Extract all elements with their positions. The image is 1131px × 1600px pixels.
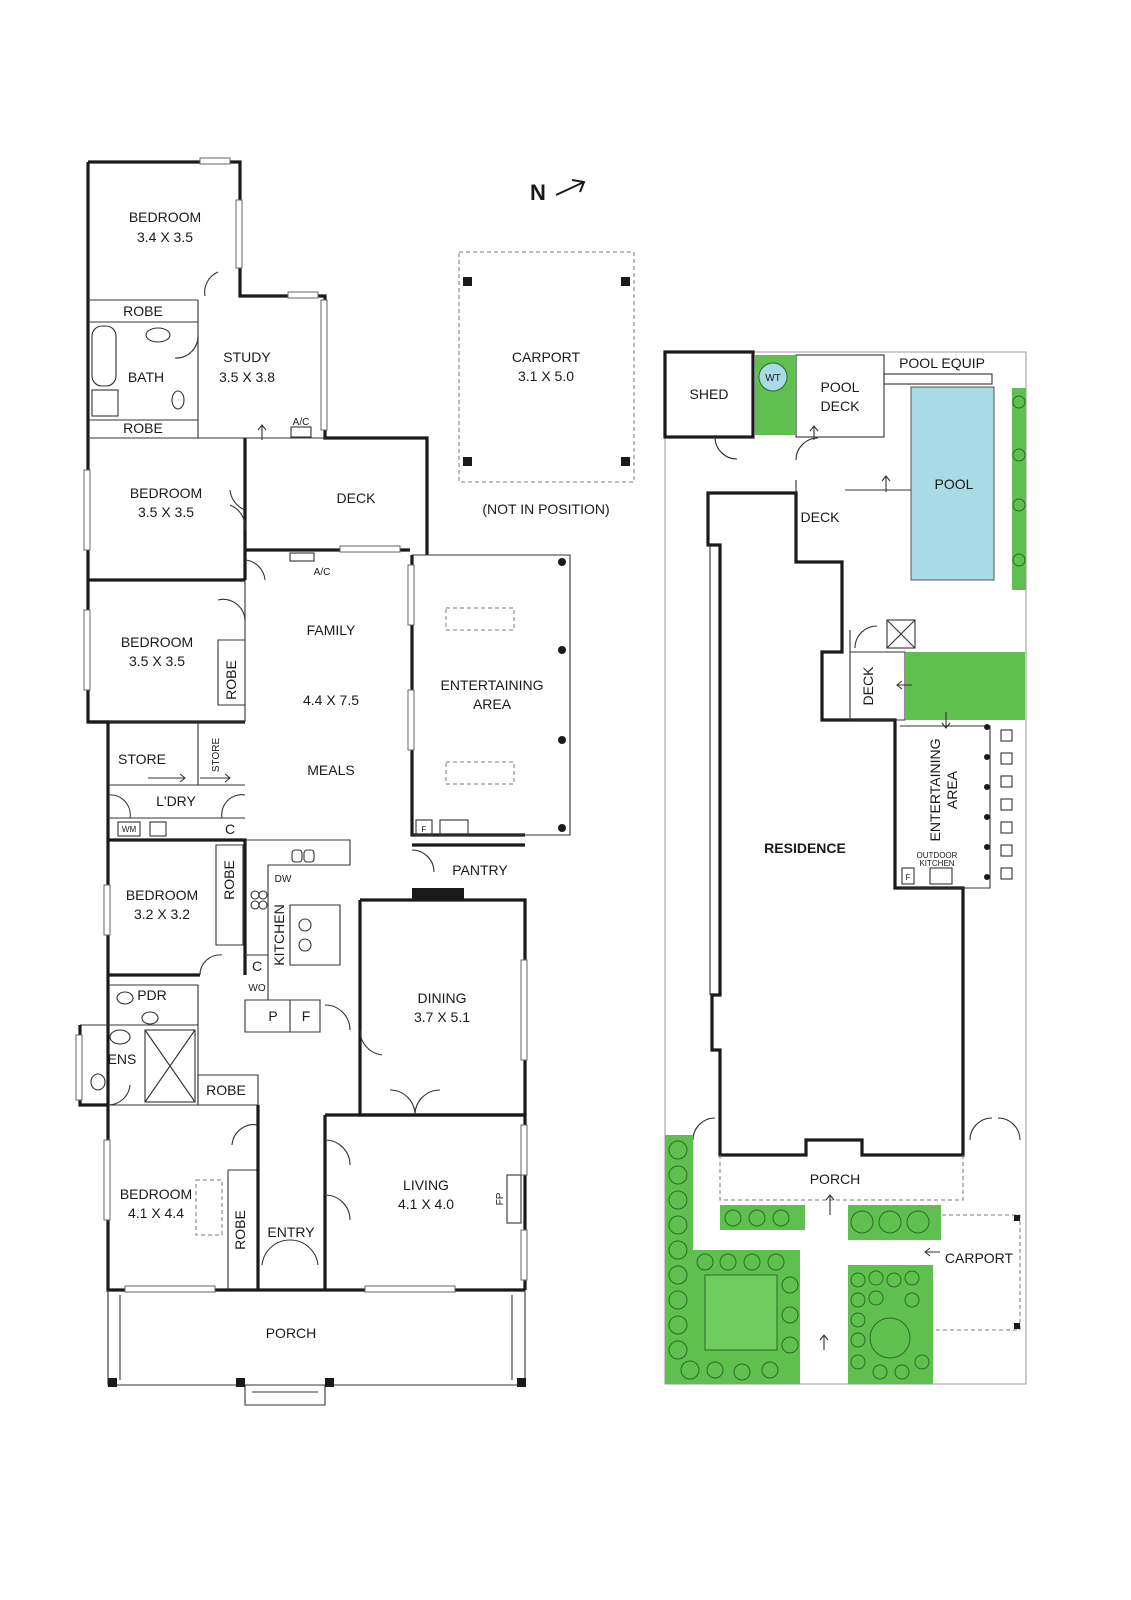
robe-4-label: ROBE bbox=[221, 860, 237, 900]
site-carport-label: CARPORT bbox=[945, 1250, 1014, 1266]
site-porch-label: PORCH bbox=[810, 1171, 861, 1187]
site-fridge-label: F bbox=[906, 873, 911, 882]
residence-outline bbox=[706, 491, 965, 1157]
outdoor-kitchen-label-2: KITCHEN bbox=[919, 859, 954, 868]
pool-deck-label-2: DECK bbox=[821, 398, 861, 414]
pool-equip-label: POOL EQUIP bbox=[899, 355, 985, 371]
bedroom-1-dims: 3.4 X 3.5 bbox=[137, 229, 193, 245]
fireplace-label: FP bbox=[495, 1192, 506, 1205]
entertaining-label-1: ENTERTAINING bbox=[441, 677, 544, 693]
bedroom-5-dims: 4.1 X 4.4 bbox=[128, 1205, 184, 1221]
site-entertaining-label-1: ENTERTAINING bbox=[927, 739, 943, 842]
bedroom-3-dims: 3.5 X 3.5 bbox=[129, 653, 185, 669]
deck-1-label: DECK bbox=[801, 509, 841, 525]
meals-label: MEALS bbox=[307, 762, 354, 778]
ac-2-label: A/C bbox=[314, 567, 331, 578]
site-entertaining-label-2: AREA bbox=[944, 770, 960, 809]
deck-2-label: DECK bbox=[860, 666, 876, 706]
store-2-label: STORE bbox=[211, 738, 222, 773]
robe-6-label: ROBE bbox=[232, 1210, 248, 1250]
outdoor-kitchen-label-1: OUTDOOR bbox=[917, 851, 958, 860]
bath-label: BATH bbox=[128, 369, 164, 385]
bedroom-5-label: BEDROOM bbox=[120, 1186, 192, 1202]
robe-2-label: ROBE bbox=[123, 420, 163, 436]
bedroom-2-dims: 3.5 X 3.5 bbox=[138, 504, 194, 520]
store-1-label: STORE bbox=[118, 751, 166, 767]
pool-deck-label-1: POOL bbox=[821, 379, 860, 395]
pdr-label: PDR bbox=[137, 987, 167, 1003]
family-label: FAMILY bbox=[307, 622, 356, 638]
wm-label: WM bbox=[122, 825, 137, 834]
study-dims: 3.5 X 3.8 bbox=[219, 369, 275, 385]
bedroom-4-label: BEDROOM bbox=[126, 887, 198, 903]
laundry-label: L'DRY bbox=[156, 793, 196, 809]
carport-detached: CARPORT 3.1 X 5.0 (NOT IN POSITION) bbox=[458, 251, 635, 517]
water-tank-label: WT bbox=[765, 373, 781, 384]
p-label: P bbox=[268, 1008, 277, 1024]
dining-dims: 3.7 X 5.1 bbox=[414, 1009, 470, 1025]
porch-label: PORCH bbox=[266, 1325, 317, 1341]
robe-5-label: ROBE bbox=[206, 1082, 246, 1098]
floor-plan-labels: BEDROOM 3.4 X 3.5 ROBE BATH ROBE STUDY 3… bbox=[108, 209, 544, 1341]
pool-label: POOL bbox=[935, 476, 974, 492]
bedroom-4-dims: 3.2 X 3.2 bbox=[134, 906, 190, 922]
cupboard-1-label: C bbox=[225, 821, 235, 837]
shed-label: SHED bbox=[690, 386, 729, 402]
carport-label: CARPORT bbox=[512, 349, 581, 365]
residence-label: RESIDENCE bbox=[764, 840, 846, 856]
site-plan bbox=[663, 350, 1027, 1385]
entry-label: ENTRY bbox=[267, 1224, 315, 1240]
living-dims: 4.1 X 4.0 bbox=[398, 1196, 454, 1212]
fridge-ent-label: F bbox=[422, 825, 427, 834]
carport-note: (NOT IN POSITION) bbox=[482, 501, 609, 517]
living-label: LIVING bbox=[403, 1177, 449, 1193]
robe-1-label: ROBE bbox=[123, 303, 163, 319]
north-label: N bbox=[530, 180, 546, 205]
bedroom-2-label: BEDROOM bbox=[130, 485, 202, 501]
bedroom-3-label: BEDROOM bbox=[121, 634, 193, 650]
north-arrow: N bbox=[530, 179, 586, 205]
entertaining-label-2: AREA bbox=[473, 696, 512, 712]
deck-label: DECK bbox=[337, 490, 377, 506]
garden-trees bbox=[668, 1140, 930, 1381]
cupboard-2-label: C bbox=[252, 958, 262, 974]
study-label: STUDY bbox=[223, 349, 271, 365]
kitchen-label: KITCHEN bbox=[271, 904, 287, 965]
pantry-label: PANTRY bbox=[452, 862, 508, 878]
f-label: F bbox=[302, 1008, 311, 1024]
ac-1-label: A/C bbox=[293, 417, 310, 428]
dining-label: DINING bbox=[418, 990, 467, 1006]
robe-3-label: ROBE bbox=[223, 660, 239, 700]
carport-dims: 3.1 X 5.0 bbox=[518, 368, 574, 384]
dishwasher-label: DW bbox=[275, 874, 292, 885]
wall-oven-label: WO bbox=[248, 983, 265, 994]
site-plan-labels: SHED WT POOL DECK POOL EQUIP POOL DECK D… bbox=[690, 355, 1014, 1266]
north-arrow-icon bbox=[555, 179, 586, 196]
floor-plan bbox=[75, 157, 571, 1406]
bedroom-1-label: BEDROOM bbox=[129, 209, 201, 225]
ens-label: ENS bbox=[108, 1051, 137, 1067]
family-dims: 4.4 X 7.5 bbox=[303, 692, 359, 708]
